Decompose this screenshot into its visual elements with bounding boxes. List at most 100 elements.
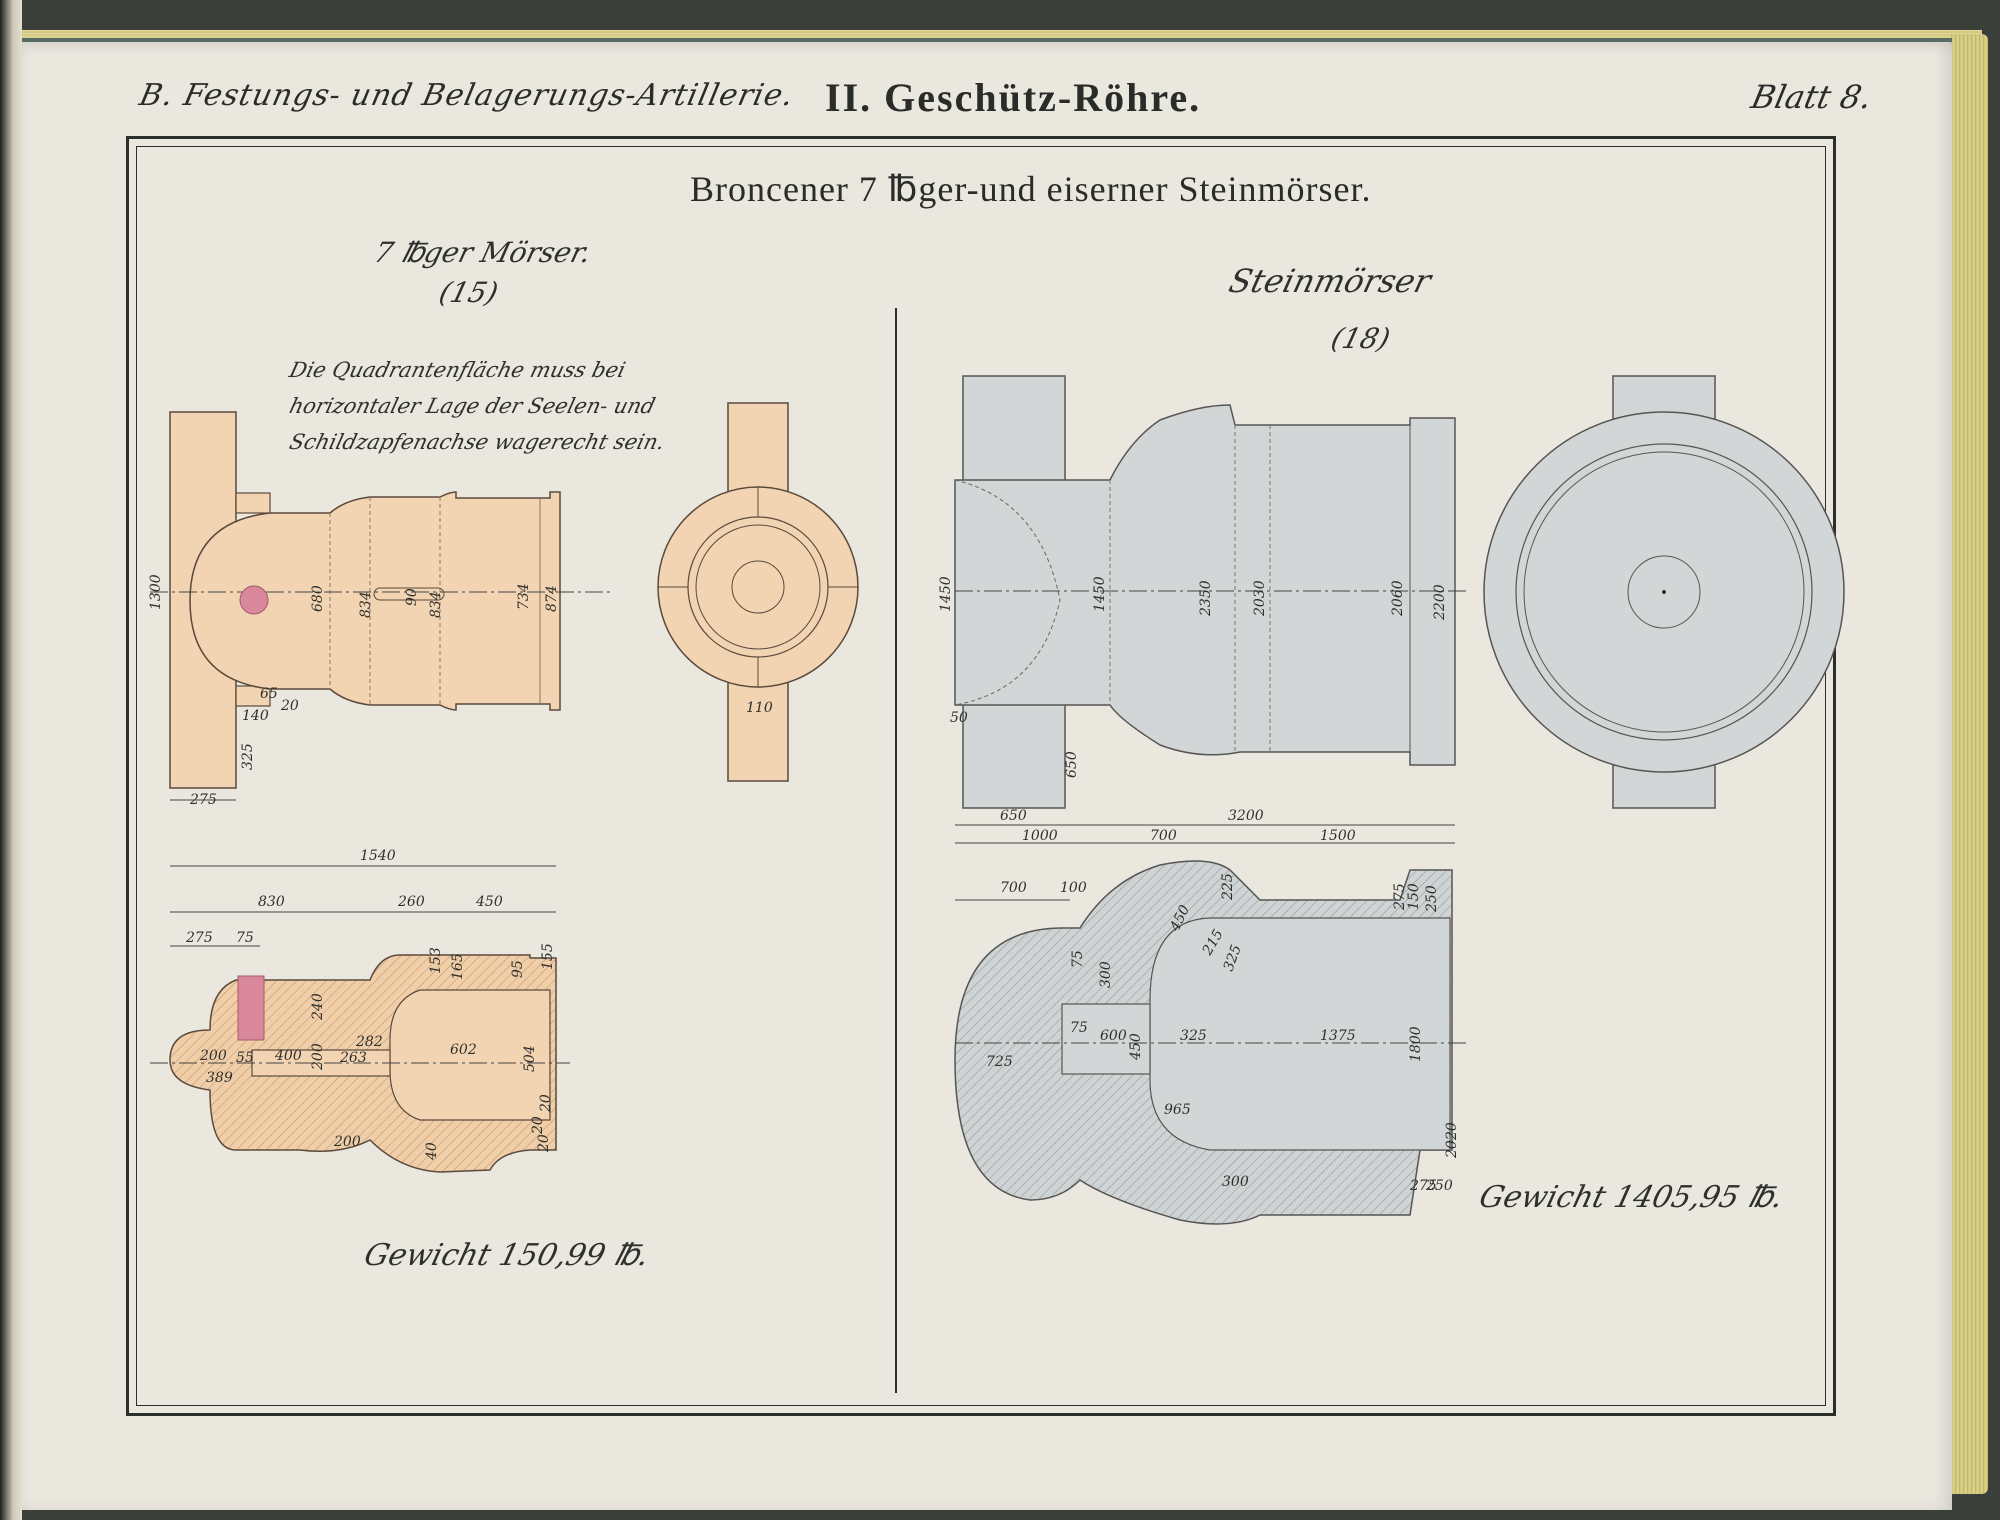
dim-label: 1300 xyxy=(148,574,164,610)
left-section-view xyxy=(150,865,570,1173)
dim-label: 40 xyxy=(424,1142,440,1161)
left-vent-bushing xyxy=(237,975,265,1041)
dim-label: 700 xyxy=(1000,880,1027,896)
dim-label: 450 xyxy=(1128,1033,1144,1061)
dim-label: 20 xyxy=(280,698,299,714)
dim-label: 874 xyxy=(544,585,560,612)
dim-label: 1450 xyxy=(1092,576,1108,612)
dim-label: 165 xyxy=(450,953,466,980)
dim-label: 20 xyxy=(1444,1122,1460,1141)
dim-label: 834 xyxy=(358,591,374,618)
dim-label: 300 xyxy=(1222,1174,1249,1190)
dim-label: 834 xyxy=(428,591,444,618)
dim-label: 2350 xyxy=(1198,580,1214,617)
dim-label: 110 xyxy=(746,700,773,716)
left-end-view xyxy=(657,402,859,782)
dim-label: 55 xyxy=(236,1050,254,1066)
dim-label: 200 xyxy=(310,1043,326,1071)
dim-label: 325 xyxy=(240,743,256,770)
dim-label: 2030 xyxy=(1252,580,1268,617)
dim-label: 3200 xyxy=(1228,808,1264,824)
dim-label: 1500 xyxy=(1320,828,1356,844)
dim-label: 275 xyxy=(185,930,213,946)
dim-label: 20 xyxy=(530,1116,546,1135)
dim-label: 734 xyxy=(516,583,532,610)
dim-label: 275 xyxy=(189,792,217,808)
dim-label: 1540 xyxy=(360,848,396,864)
dim-label: 275 xyxy=(1392,883,1408,911)
dim-label: 65 xyxy=(260,686,278,702)
right-end-view xyxy=(1483,375,1845,809)
right-elevation-dims: 1450 1450 2350 2030 2060 2200 50 650 650 xyxy=(938,576,1448,824)
right-end-bore-circle xyxy=(1627,555,1701,629)
left-elevation-dims: 1300 680 834 90 834 734 874 140 325 275 … xyxy=(148,574,773,808)
dim-label: 680 xyxy=(310,585,326,612)
left-slot xyxy=(373,587,445,601)
dim-label: 650 xyxy=(1064,751,1080,778)
right-trunnion-curve xyxy=(954,479,1061,706)
left-section-dims: 1540 830 260 450 275 75 200 55 400 200 2… xyxy=(185,848,556,1161)
dim-label: 50 xyxy=(950,710,968,726)
dim-label: 225 xyxy=(1220,873,1236,901)
plate-title: Broncener 7 ℔ger-und eiserner Steinmörse… xyxy=(690,169,1372,209)
dim-label: 2060 xyxy=(1390,580,1406,617)
plate-frame-outer xyxy=(126,136,1836,1416)
dim-label: 275 xyxy=(1409,1178,1437,1194)
dim-label: 1375 xyxy=(1320,1028,1356,1044)
right-end-ring-circle xyxy=(1515,443,1813,741)
dim-label: 504 xyxy=(522,1045,538,1072)
left-trunnion-collar-top xyxy=(235,492,271,514)
dim-label: 250 xyxy=(1424,885,1440,913)
binding-strip xyxy=(22,38,1952,42)
dim-label: 20 xyxy=(536,1134,552,1153)
dim-label: 1800 xyxy=(1408,1026,1424,1062)
right-mortar-body xyxy=(954,404,1456,766)
dim-label: 240 xyxy=(310,993,326,1021)
dim-label: 600 xyxy=(1100,1028,1127,1044)
dim-label: 200 xyxy=(199,1048,227,1064)
dim-label: 150 xyxy=(1406,883,1422,910)
dim-label: 400 xyxy=(274,1048,302,1064)
dim-label: 75 xyxy=(236,930,254,946)
dim-label: 140 xyxy=(242,708,269,724)
dim-label: 263 xyxy=(339,1050,367,1066)
vent-hole-icon xyxy=(239,585,269,615)
dim-label: 153 xyxy=(428,947,444,974)
dim-label: 155 xyxy=(540,943,556,970)
dim-label: 260 xyxy=(397,894,425,910)
header-chapter: II. Geschütz-Röhre. xyxy=(825,75,1202,120)
dim-label: 20 xyxy=(538,1094,554,1113)
dim-label: 965 xyxy=(1164,1102,1191,1118)
dim-label: 325 xyxy=(1180,1028,1207,1044)
left-elevation-view xyxy=(150,411,610,801)
page-fore-edge xyxy=(1948,34,1988,1494)
right-elevation-view xyxy=(954,375,1470,844)
dim-label: 95 xyxy=(510,960,526,978)
dim-label: 830 xyxy=(258,894,285,910)
right-section-bore xyxy=(1149,917,1451,1151)
dim-label: 250 xyxy=(1425,1178,1453,1194)
dim-label: 90 xyxy=(404,588,420,606)
dim-label: 200 xyxy=(333,1134,361,1150)
dim-label: 300 xyxy=(1098,961,1114,988)
dim-label: 282 xyxy=(355,1034,383,1050)
dim-label: 100 xyxy=(1060,880,1087,896)
plate-frame-inner xyxy=(136,146,1826,1406)
dim-label: 650 xyxy=(1000,808,1027,824)
dim-label: 75 xyxy=(1070,950,1086,968)
dim-label: 389 xyxy=(206,1070,233,1086)
left-mortar-body xyxy=(189,491,561,711)
right-section-view xyxy=(954,860,1470,1225)
end-bore-circle xyxy=(731,560,785,614)
dim-label: 75 xyxy=(1070,1020,1088,1036)
dim-label: 700 xyxy=(1150,828,1177,844)
dim-label: 1450 xyxy=(938,576,954,612)
dim-label: 20 xyxy=(1444,1140,1460,1159)
right-end-center-dot xyxy=(1662,590,1666,594)
dim-label: 1000 xyxy=(1022,828,1058,844)
dim-label: 725 xyxy=(986,1054,1013,1070)
left-section-bore xyxy=(389,989,551,1121)
dim-label: 602 xyxy=(450,1042,477,1058)
right-section-chamber xyxy=(1061,1003,1151,1075)
